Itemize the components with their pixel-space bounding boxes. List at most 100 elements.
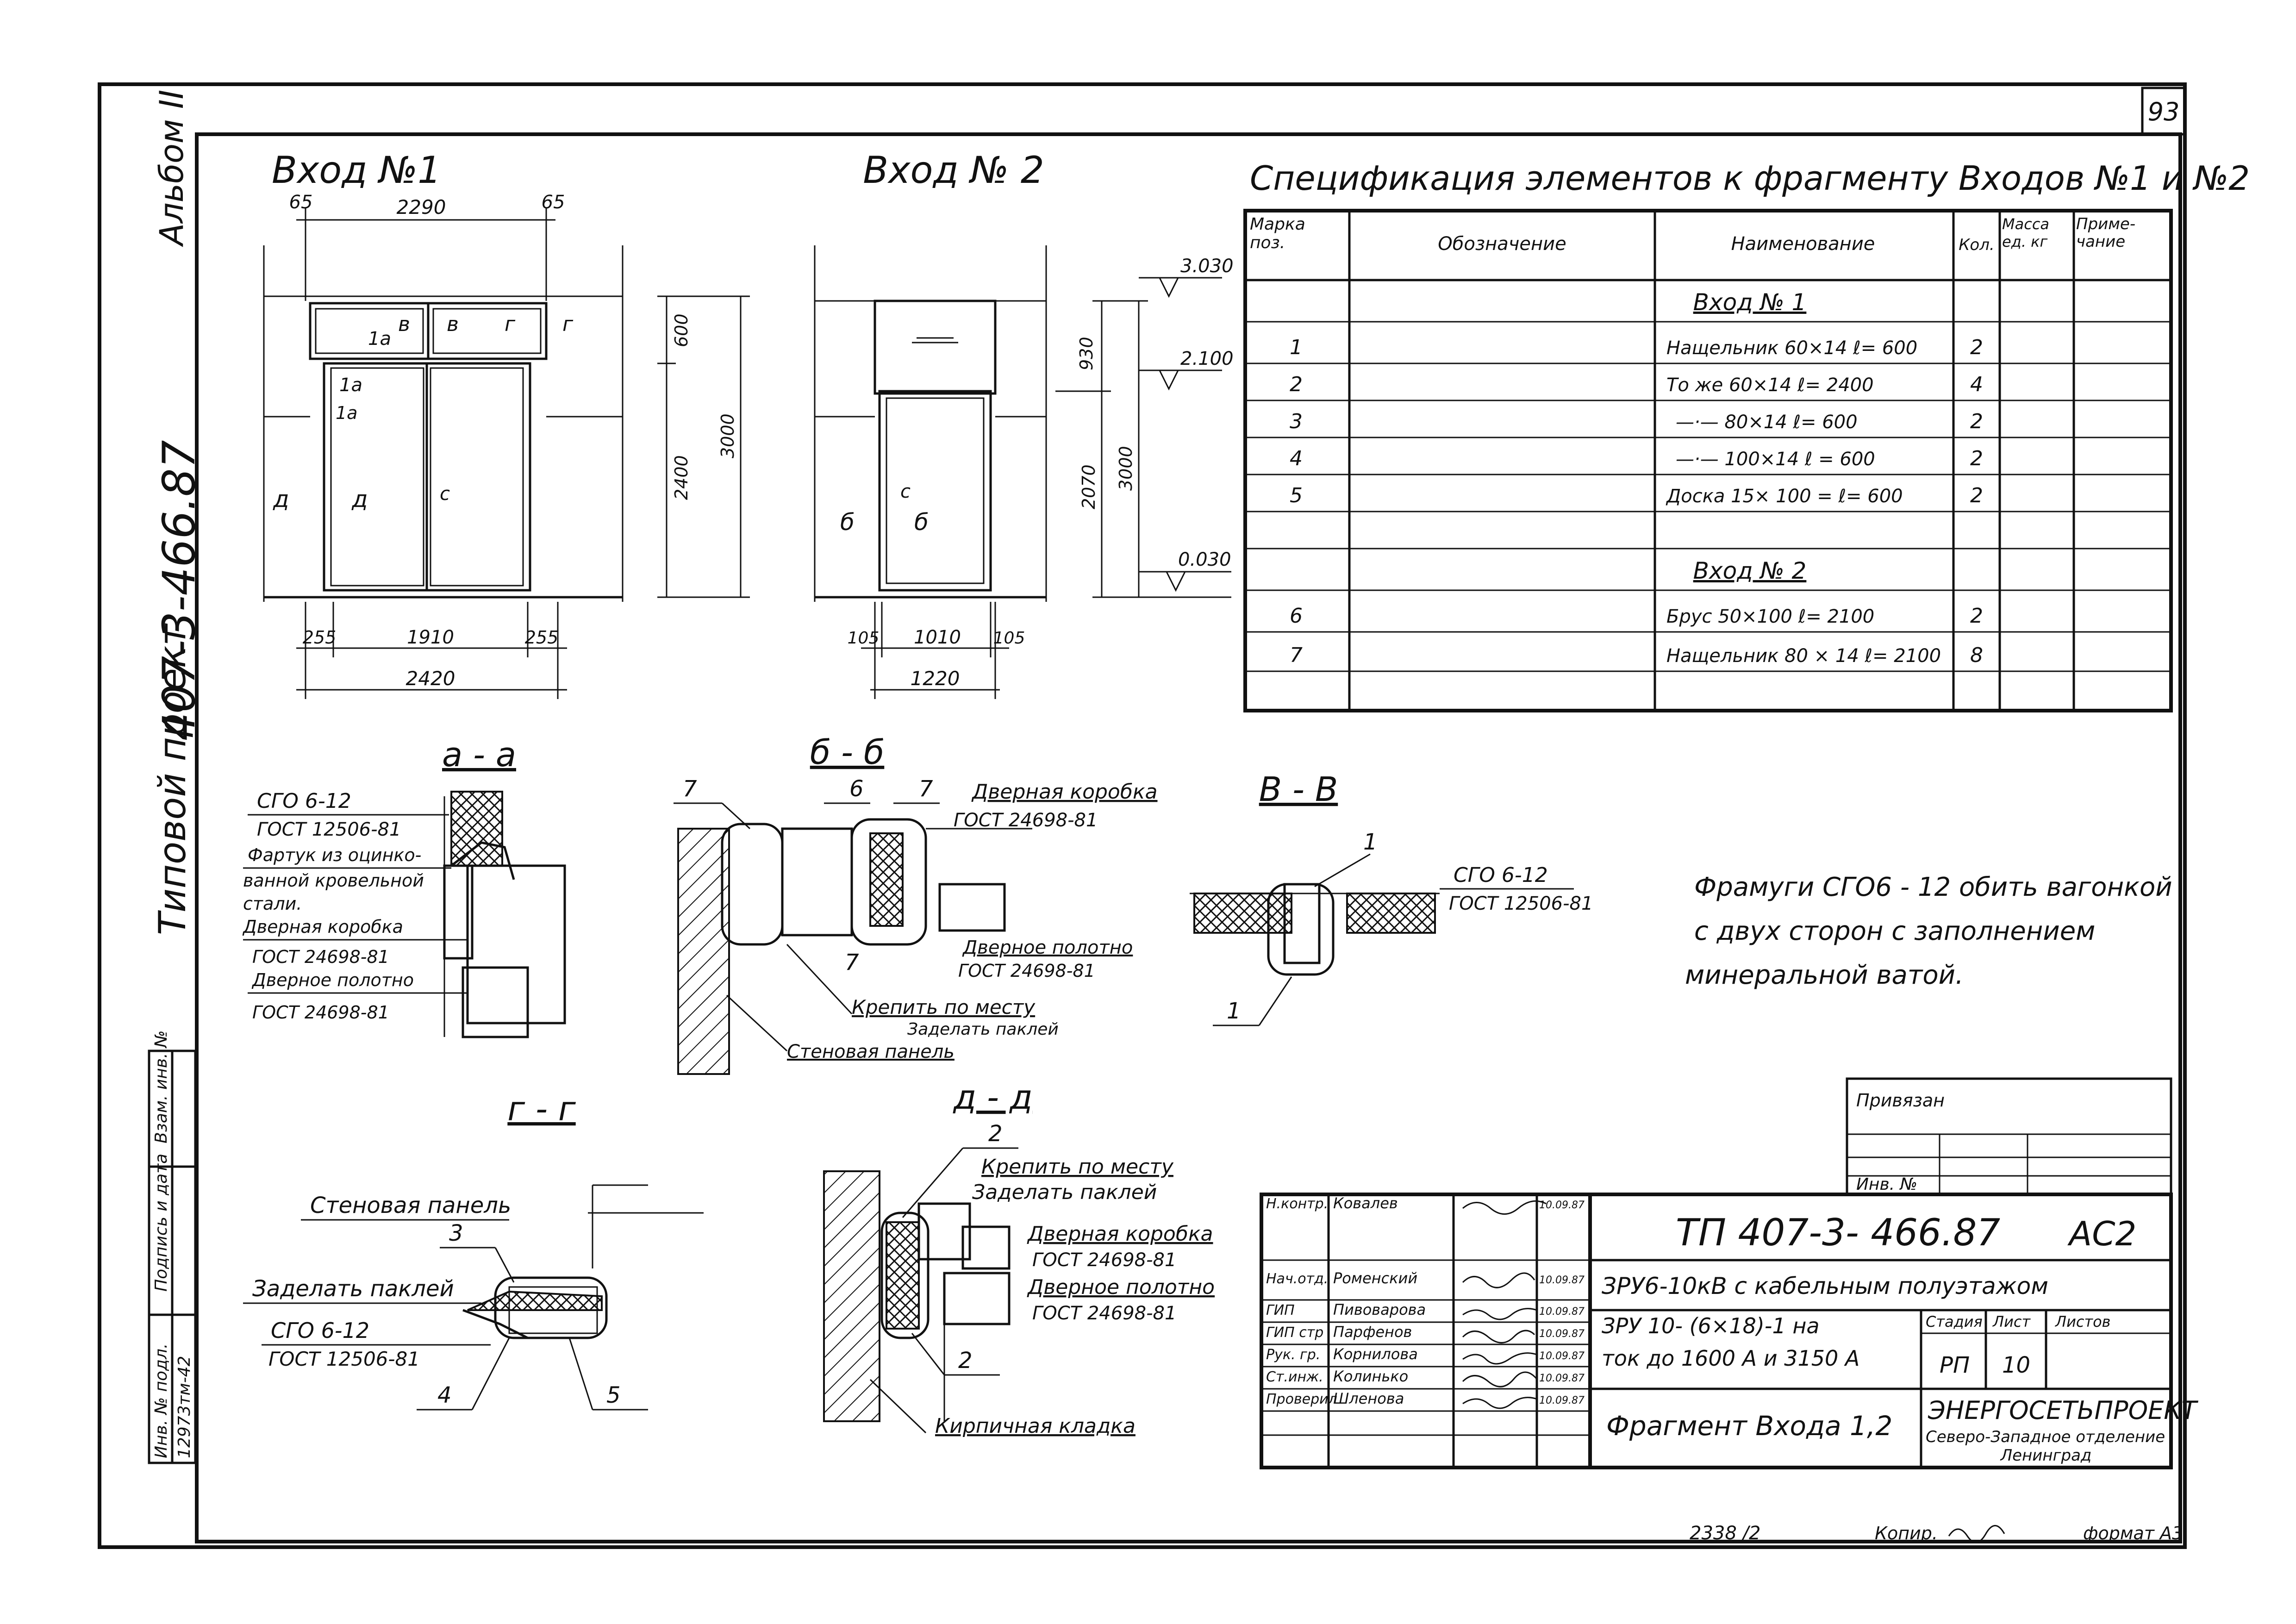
bb-label-2: ГОСТ 24698-81 bbox=[954, 810, 1098, 831]
gg-pos-4: 4 bbox=[437, 1382, 452, 1408]
sheet-number: 93 bbox=[2148, 97, 2180, 126]
hdr-designation: Обозначение bbox=[1438, 233, 1566, 255]
drawing-name: Фрагмент Входа 1,2 bbox=[1606, 1410, 1892, 1442]
spec-table: Спецификация элементов к фрагменту Входо… bbox=[1243, 159, 2250, 712]
section-g-g: г - г Стеновая панель 3 Заделать паклей … bbox=[243, 1089, 704, 1411]
vv-pos-1b: 1 bbox=[1227, 998, 1241, 1024]
bb-pos-7b: 7 bbox=[919, 776, 933, 802]
bb-pos-7c: 7 bbox=[845, 949, 859, 975]
vv-label-1: СГО 6-12 bbox=[1454, 863, 1548, 887]
svg-text:—·— 100×14 ℓ = 600: —·— 100×14 ℓ = 600 bbox=[1676, 449, 1875, 470]
mark-b-2: б bbox=[914, 509, 929, 536]
dim-top-left: 65 bbox=[289, 192, 313, 213]
left-stamp: Взам. инв. № Подпись и дата Инв. № подл.… bbox=[148, 1031, 197, 1464]
aa-label-5: стали. bbox=[243, 893, 302, 914]
svg-text:Нач.отд.: Нач.отд. bbox=[1266, 1271, 1328, 1287]
note-line-1: Фрамуги СГО6 - 12 обить вагонкой bbox=[1694, 872, 2172, 902]
mark-1a-2: 1а bbox=[339, 375, 362, 396]
mark-c-2: с bbox=[900, 481, 911, 502]
bb-label-7: Стеновая панель bbox=[787, 1041, 955, 1062]
gg-label-2: Заделать паклей bbox=[252, 1276, 454, 1302]
dim-h-door-2: 2070 bbox=[1079, 464, 1099, 509]
level-mid: 2.100 bbox=[1180, 348, 1234, 369]
dd-pos-2a: 2 bbox=[988, 1121, 1003, 1147]
elevation-entrance-1: Вход №1 65 2290 65 1а в в г г 1а 1а д д bbox=[263, 149, 750, 699]
dim-top-right: 65 bbox=[542, 192, 565, 213]
dd-pos-2b: 2 bbox=[958, 1348, 973, 1374]
bb-label-3: Дверное полотно bbox=[962, 937, 1133, 958]
sheet-frame: 93 bbox=[98, 82, 2187, 1549]
dim-b-right-1: 255 bbox=[525, 627, 559, 648]
svg-text:2: 2 bbox=[1970, 484, 1983, 507]
dd-label-6: ГОСТ 24698-81 bbox=[1032, 1303, 1176, 1324]
svg-text:3: 3 bbox=[1290, 410, 1303, 433]
stamp-row-0: Н.контр. Ковалев 10.09.87 bbox=[1266, 1194, 1585, 1212]
section-d-d: д - д 2 Крепить по месту Заделать паклей… bbox=[823, 1078, 1215, 1438]
svg-text:ГИП стр: ГИП стр bbox=[1266, 1324, 1323, 1341]
svg-text:10.09.87: 10.09.87 bbox=[1539, 1373, 1585, 1384]
hdr-pos: Марка поз. bbox=[1250, 215, 1305, 252]
inv-podl-label: Инв. № подл. bbox=[152, 1343, 171, 1458]
svg-text:10.09.87: 10.09.87 bbox=[1539, 1350, 1585, 1362]
stage-value: РП bbox=[1940, 1352, 1970, 1378]
svg-text:2: 2 bbox=[1290, 373, 1303, 396]
bb-pos-7a: 7 bbox=[683, 776, 697, 802]
vzam-label: Взам. инв. № bbox=[152, 1031, 171, 1143]
elevation-2-title: Вход № 2 bbox=[863, 149, 1044, 192]
sheets-label: Листов bbox=[2055, 1313, 2111, 1330]
stamp-row-2: ГИП Пивоварова 10.09.87 bbox=[1266, 1301, 1585, 1318]
bb-pos-6: 6 bbox=[849, 776, 864, 802]
svg-text:—·— 80×14 ℓ= 600: —·— 80×14 ℓ= 600 bbox=[1676, 412, 1858, 433]
privyazan-inv: Инв. № bbox=[1856, 1175, 1917, 1194]
dim-h-total-2: 3000 bbox=[1116, 446, 1136, 491]
section-aa-title: а - а bbox=[442, 735, 516, 774]
table-row: 1 Нащельник 60×14 ℓ= 600 2 bbox=[1290, 336, 1983, 359]
svg-text:7: 7 bbox=[1290, 643, 1303, 667]
dd-label-2: Заделать паклей bbox=[972, 1181, 1157, 1204]
signatures bbox=[1462, 1200, 1547, 1409]
dim-b-width-1: 1910 bbox=[407, 627, 454, 648]
svg-text:5: 5 bbox=[1290, 484, 1303, 507]
svg-text:8: 8 bbox=[1970, 643, 1983, 667]
footer: 2338 /2 Копир. формат А3 bbox=[1690, 1523, 2183, 1544]
stage-label: Стадия bbox=[1926, 1313, 1983, 1330]
elevation-entrance-2: Вход № 2 б б с 930 2070 3000 3.030 2.100… bbox=[814, 149, 1234, 699]
svg-text:10.09.87: 10.09.87 bbox=[1539, 1199, 1585, 1211]
svg-text:2: 2 bbox=[1970, 447, 1983, 470]
vv-label-2: ГОСТ 12506-81 bbox=[1449, 893, 1593, 914]
svg-text:Корнилова: Корнилова bbox=[1333, 1345, 1418, 1363]
org-division: Северо-Западное отделение bbox=[1926, 1428, 2165, 1446]
gg-label-4: ГОСТ 12506-81 bbox=[268, 1348, 420, 1370]
album-label: Альбом II bbox=[153, 90, 191, 247]
mark-b-1: б bbox=[840, 509, 855, 536]
bb-label-1: Дверная коробка bbox=[971, 780, 1158, 804]
privyazan-label: Привязан bbox=[1856, 1090, 1945, 1111]
aa-label-3: Фартук из оцинко- bbox=[248, 845, 421, 865]
privyazan-block: Привязан Инв. № bbox=[1846, 1077, 2172, 1196]
footer-order: 2338 /2 bbox=[1690, 1523, 1760, 1544]
subject-line-1: ЗРУ 10- (6×18)-1 на bbox=[1602, 1313, 1820, 1338]
svg-text:10.09.87: 10.09.87 bbox=[1539, 1395, 1585, 1406]
svg-text:Пивоварова: Пивоварова bbox=[1333, 1301, 1426, 1318]
part-code: АС2 bbox=[2067, 1214, 2136, 1253]
section-vv-title: В - В bbox=[1259, 770, 1338, 809]
object-name: ЗРУ6-10кВ с кабельным полуэтажом bbox=[1602, 1273, 2048, 1299]
project-type-label: Типовой проект bbox=[151, 623, 194, 935]
note: Фрамуги СГО6 - 12 обить вагонкой с двух … bbox=[1685, 872, 2172, 990]
vv-pos-1a: 1 bbox=[1363, 829, 1378, 855]
table-row: 5 Доска 15× 100 = ℓ= 600 2 bbox=[1290, 484, 1983, 507]
dd-label-3: Дверная коробка bbox=[1027, 1222, 1213, 1246]
svg-text:10.09.87: 10.09.87 bbox=[1539, 1274, 1585, 1286]
svg-text:2: 2 bbox=[1970, 604, 1983, 628]
dim-b-left-2: 105 bbox=[848, 629, 880, 648]
signature-label: Подпись и дата bbox=[152, 1154, 171, 1292]
table-row: 6 Брус 50×100 ℓ= 2100 2 bbox=[1290, 604, 1983, 628]
svg-text:То же 60×14 ℓ= 2400: То же 60×14 ℓ= 2400 bbox=[1666, 375, 1874, 396]
mark-v-1: в bbox=[398, 312, 410, 336]
svg-text:Шленова: Шленова bbox=[1333, 1390, 1404, 1407]
stamp-row-3: ГИП стр Парфенов 10.09.87 bbox=[1266, 1323, 1585, 1341]
aa-label-6: Дверная коробка bbox=[242, 917, 403, 937]
table-row: 3 —·— 80×14 ℓ= 600 2 bbox=[1290, 410, 1983, 433]
svg-text:Колинько: Колинько bbox=[1333, 1368, 1408, 1385]
group-2-label: Вход № 2 bbox=[1693, 557, 1807, 584]
